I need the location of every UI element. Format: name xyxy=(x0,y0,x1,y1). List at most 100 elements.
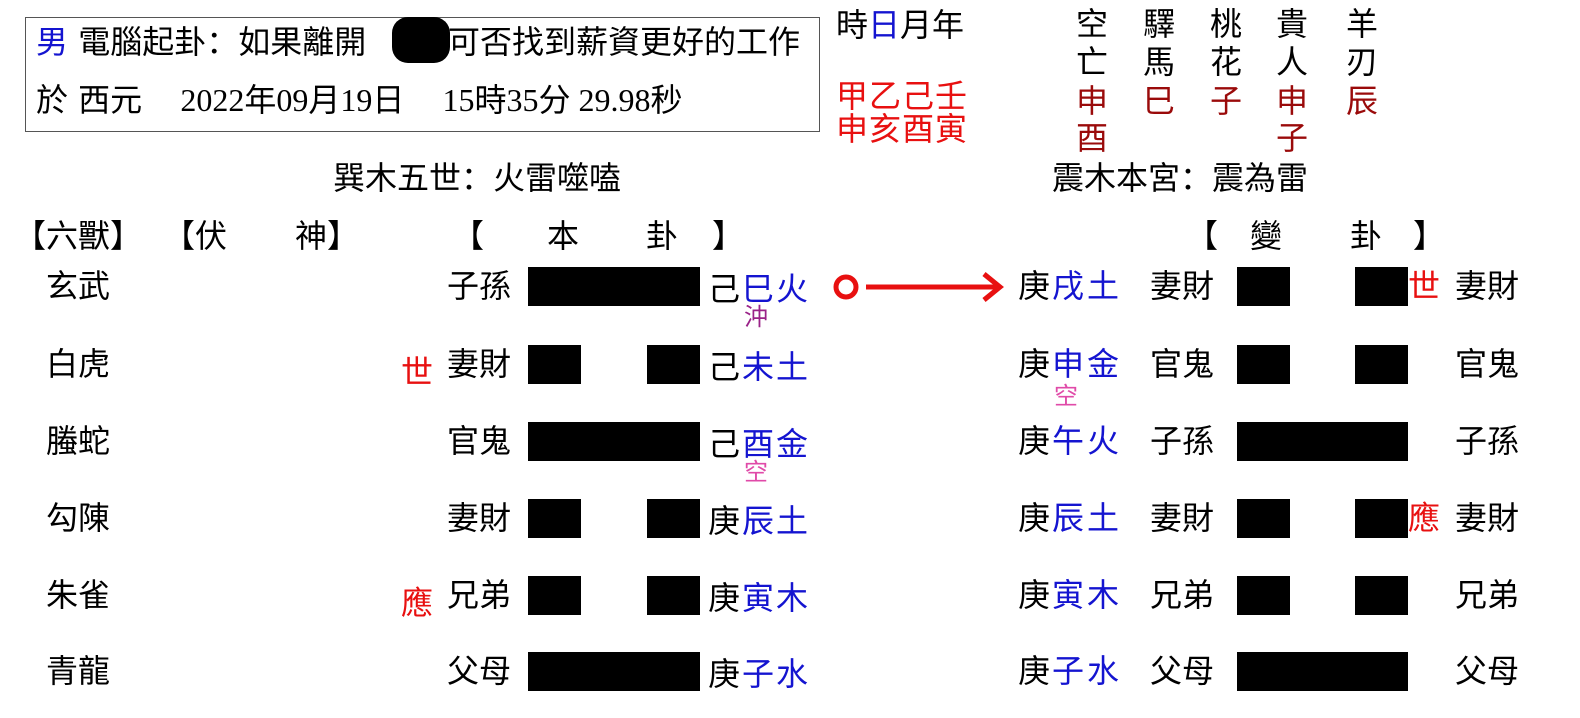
chg-stem: 庚 xyxy=(1018,499,1051,537)
chg-stem: 庚 xyxy=(1018,422,1051,460)
shensha-value: 子 xyxy=(1210,82,1243,120)
orig-stem: 己 xyxy=(708,348,741,386)
chg-relation-label: 子孫 xyxy=(1150,422,1215,460)
orig-element: 金 xyxy=(776,425,809,463)
header-orig-close: 】 xyxy=(712,217,745,255)
chg-relation-label-right: 子孫 xyxy=(1455,422,1520,460)
orig-branch: 酉 xyxy=(742,425,775,463)
shensha-value: 酉 xyxy=(1076,119,1109,157)
chg-branch: 戌 xyxy=(1052,267,1085,305)
pillar-labels: 時日月年 xyxy=(836,9,964,41)
chg-yin-line-left xyxy=(1237,576,1290,615)
orig-stem: 庚 xyxy=(708,579,741,617)
orig-branch: 寅 xyxy=(742,579,775,617)
chg-stem: 庚 xyxy=(1018,267,1051,305)
chg-yin-line-right xyxy=(1355,499,1408,538)
shensha-label-bottom: 馬 xyxy=(1143,43,1176,81)
date-value: 2022年09月19日 xyxy=(180,82,405,118)
chg-element: 水 xyxy=(1087,652,1120,690)
original-palace-title: 巽木五世：火雷噬嗑 xyxy=(333,159,622,197)
orig-shi-ying-marker: 應 xyxy=(401,584,434,622)
chg-yang-line xyxy=(1237,652,1408,691)
chg-relation-label: 妻財 xyxy=(1150,267,1215,305)
orig-note: 空 xyxy=(744,458,768,486)
chg-relation-label-right: 妻財 xyxy=(1455,267,1520,305)
header-six-beasts: 【六獸】 xyxy=(14,217,143,255)
orig-stem: 己 xyxy=(708,425,741,463)
orig-stem: 己 xyxy=(708,270,741,308)
chg-element: 土 xyxy=(1087,499,1120,537)
orig-branch: 未 xyxy=(742,348,775,386)
orig-yang-line xyxy=(528,652,700,691)
chg-relation-label-right: 妻財 xyxy=(1455,499,1520,537)
shensha-value: 申 xyxy=(1076,82,1109,120)
chg-yin-line-left xyxy=(1237,267,1290,306)
shensha-value: 申 xyxy=(1276,82,1309,120)
shensha-label-top: 桃 xyxy=(1210,5,1243,43)
orig-relation-label: 妻財 xyxy=(447,345,512,383)
date-prefix: 於 西元 xyxy=(36,81,143,119)
header-orig-c2: 卦 xyxy=(646,217,679,255)
orig-stem: 庚 xyxy=(708,502,741,540)
orig-yang-line xyxy=(528,267,700,306)
orig-yang-line xyxy=(528,422,700,461)
six-beast-label: 玄武 xyxy=(46,267,111,305)
shensha-value: 巳 xyxy=(1143,82,1176,120)
chg-branch: 午 xyxy=(1052,422,1085,460)
six-beast-label: 青龍 xyxy=(46,652,111,690)
orig-relation-label: 兄弟 xyxy=(447,576,512,614)
chg-yin-line-right xyxy=(1355,576,1408,615)
chg-shi-ying-marker: 應 xyxy=(1408,499,1441,537)
orig-relation-label: 父母 xyxy=(447,652,512,690)
chg-yin-line-right xyxy=(1355,267,1408,306)
gender: 男 xyxy=(36,23,69,61)
orig-yin-line-right xyxy=(647,345,700,384)
redaction-blob xyxy=(392,17,450,63)
orig-yin-line-right xyxy=(647,499,700,538)
header-chg-c2: 卦 xyxy=(1350,217,1383,255)
six-beast-label: 勾陳 xyxy=(46,499,111,537)
pillar-stems: 甲乙己壬 xyxy=(836,77,969,115)
header-orig-open: 【 xyxy=(452,217,485,255)
chg-element: 木 xyxy=(1087,576,1120,614)
header-fushen-close: 神】 xyxy=(295,217,360,255)
chg-branch: 寅 xyxy=(1052,576,1085,614)
shensha-label-bottom: 花 xyxy=(1210,43,1243,81)
changed-palace-title: 震木本宮：震為雷 xyxy=(1052,159,1309,197)
chg-stem: 庚 xyxy=(1018,345,1051,383)
chg-branch: 辰 xyxy=(1052,499,1085,537)
moving-line-indicator xyxy=(832,271,1012,303)
six-beast-label: 螣蛇 xyxy=(46,422,111,460)
orig-element: 火 xyxy=(776,270,809,308)
pillar-hour-label: 時 xyxy=(836,6,869,44)
orig-stem: 庚 xyxy=(708,655,741,693)
orig-yin-line-left xyxy=(528,499,581,538)
orig-element: 木 xyxy=(776,579,809,617)
chg-stem: 庚 xyxy=(1018,652,1051,690)
orig-relation-label: 子孫 xyxy=(447,267,512,305)
chg-relation-label-right: 父母 xyxy=(1455,652,1520,690)
chg-relation-label-right: 兄弟 xyxy=(1455,576,1520,614)
six-beast-label: 朱雀 xyxy=(46,576,111,614)
pillar-year-label: 年 xyxy=(932,6,965,44)
header-chg-open: 【 xyxy=(1186,217,1219,255)
chg-yang-line xyxy=(1237,422,1408,461)
orig-branch: 巳 xyxy=(742,270,775,308)
chg-branch: 申 xyxy=(1052,345,1085,383)
orig-yin-line-left xyxy=(528,345,581,384)
header-orig-c1: 本 xyxy=(547,217,580,255)
shensha-label-bottom: 人 xyxy=(1276,43,1309,81)
header-chg-c1: 變 xyxy=(1250,217,1283,255)
pillar-month-label: 月 xyxy=(900,6,933,44)
red-arrow-icon xyxy=(833,272,1004,302)
shensha-label-bottom: 亡 xyxy=(1076,43,1109,81)
shensha-label-bottom: 刃 xyxy=(1346,43,1379,81)
chg-element: 土 xyxy=(1087,267,1120,305)
title-prefix: 電腦起卦：如果離開 xyxy=(78,23,367,61)
chg-element: 金 xyxy=(1087,345,1120,383)
chg-relation-label: 妻財 xyxy=(1150,499,1215,537)
title-suffix: 可否找到薪資更好的工作 xyxy=(448,23,801,61)
orig-relation-label: 官鬼 xyxy=(447,422,512,460)
orig-element: 水 xyxy=(776,655,809,693)
orig-branch: 辰 xyxy=(742,502,775,540)
